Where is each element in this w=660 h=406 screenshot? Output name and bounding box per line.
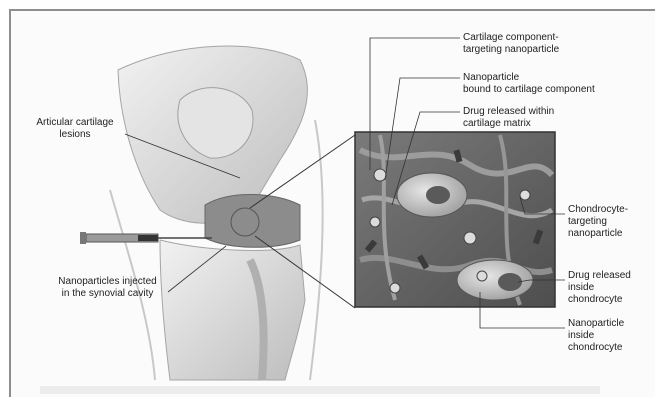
nanoparticle — [520, 190, 530, 200]
label-targeting-nanoparticle: Cartilage component- targeting nanoparti… — [463, 32, 643, 56]
label-chondrocyte-targeting: Chondrocyte- targeting nanoparticle — [568, 204, 653, 240]
nanoparticle — [464, 232, 476, 244]
lower-leg-shape — [160, 240, 305, 380]
label-nanoparticles-injected: Nanoparticles injected in the synovial c… — [40, 276, 175, 300]
caption-band — [40, 386, 600, 394]
label-drug-inside-chondrocyte: Drug released inside chondrocyte — [568, 270, 653, 306]
label-nanoparticle-inside: Nanoparticle inside chondrocyte — [568, 318, 653, 354]
nanoparticle — [374, 169, 386, 181]
label-drug-matrix: Drug released within cartilage matrix — [463, 106, 643, 130]
syringe-icon — [80, 232, 212, 244]
nanoparticle — [390, 283, 400, 293]
cartilage-shape — [205, 194, 300, 247]
nanoparticle — [370, 217, 380, 227]
label-bound-nanoparticle: Nanoparticle bound to cartilage componen… — [463, 72, 653, 96]
label-cartilage-lesions: Articular cartilage lesions — [20, 117, 130, 141]
nanoparticle — [477, 271, 487, 281]
